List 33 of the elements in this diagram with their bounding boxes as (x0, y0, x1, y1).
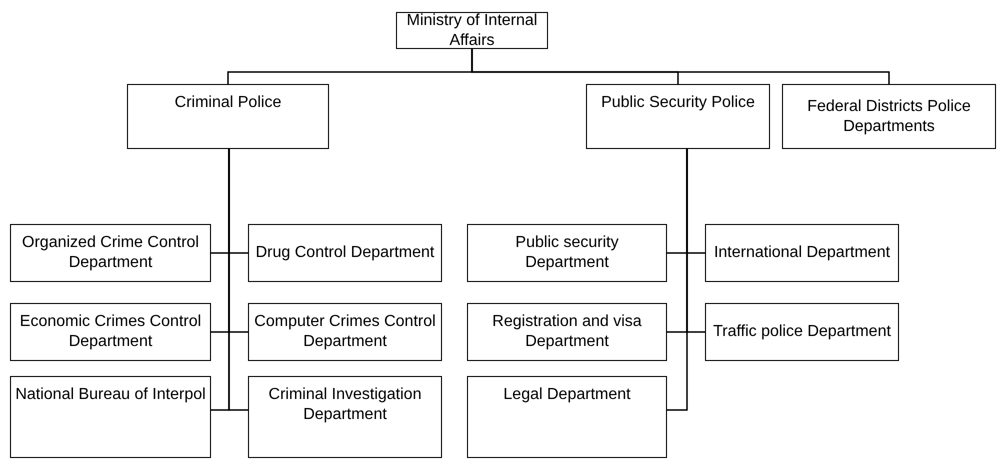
org-unit-box (10, 224, 211, 282)
unit-name: Registration and visa Department (491, 312, 643, 352)
unit-name: Organized Crime Control Department (21, 233, 200, 273)
unit-name: Economic Crimes Control Department (18, 312, 202, 352)
unit-name: Ministry of Internal Affairs (406, 10, 538, 50)
org-unit-box (10, 303, 211, 361)
org-unit-box (467, 303, 667, 361)
unit-name: Public security Department (514, 233, 620, 273)
unit-name: Legal Department (503, 385, 631, 405)
unit-name: National Bureau of Interpol (15, 385, 206, 405)
org-unit-box (467, 376, 667, 458)
connector-line (667, 149, 688, 411)
org-unit-box (705, 303, 899, 361)
org-unit-box (248, 224, 442, 282)
org-unit-box (705, 224, 899, 282)
unit-name: Computer Crimes Control Department (253, 312, 437, 352)
unit-name: Federal Districts Police Departments (806, 96, 972, 136)
org-unit-box (396, 12, 548, 49)
org-unit-box (248, 303, 442, 361)
connector-line (228, 149, 248, 411)
unit-name: Criminal Investigation Department (268, 385, 422, 425)
org-unit-box (467, 224, 667, 282)
unit-name: Criminal Police (174, 93, 282, 113)
unit-name: Traffic police Department (713, 322, 891, 342)
org-unit-box (586, 84, 770, 149)
org-unit-box (10, 376, 211, 458)
org-unit-box (248, 376, 442, 458)
org-unit-box (782, 84, 996, 149)
org-unit-box (127, 84, 329, 149)
unit-name: Drug Control Department (256, 243, 434, 263)
unit-name: Public Security Police (601, 93, 755, 113)
unit-name: International Department (714, 243, 890, 263)
connector-line (471, 49, 890, 84)
